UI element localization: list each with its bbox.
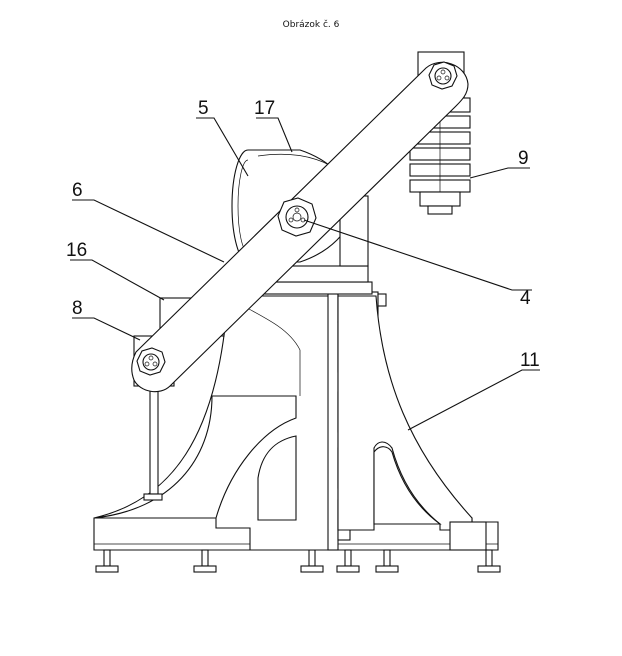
- callout-17: 17: [254, 98, 275, 119]
- right-curved-stand: [337, 295, 487, 551]
- leveling-feet: [95, 549, 501, 573]
- left-curved-stand: [93, 295, 331, 551]
- pivot-hub-bottom: [136, 347, 166, 376]
- callout-16: 16: [66, 240, 87, 261]
- callout-8: 8: [72, 298, 83, 319]
- leader-lines: [70, 117, 540, 431]
- pivot-hub-top: [428, 61, 458, 90]
- callout-6: 6: [72, 180, 83, 201]
- figure-caption: Obrázok č. 6: [282, 20, 340, 30]
- callout-11: 11: [520, 350, 540, 371]
- pivot-hub-center: [277, 197, 317, 237]
- callout-4: 4: [520, 288, 531, 309]
- callouts: 5 17 6 16 8 9 4 11: [66, 98, 540, 371]
- callout-5: 5: [198, 98, 209, 119]
- callout-9: 9: [518, 148, 529, 169]
